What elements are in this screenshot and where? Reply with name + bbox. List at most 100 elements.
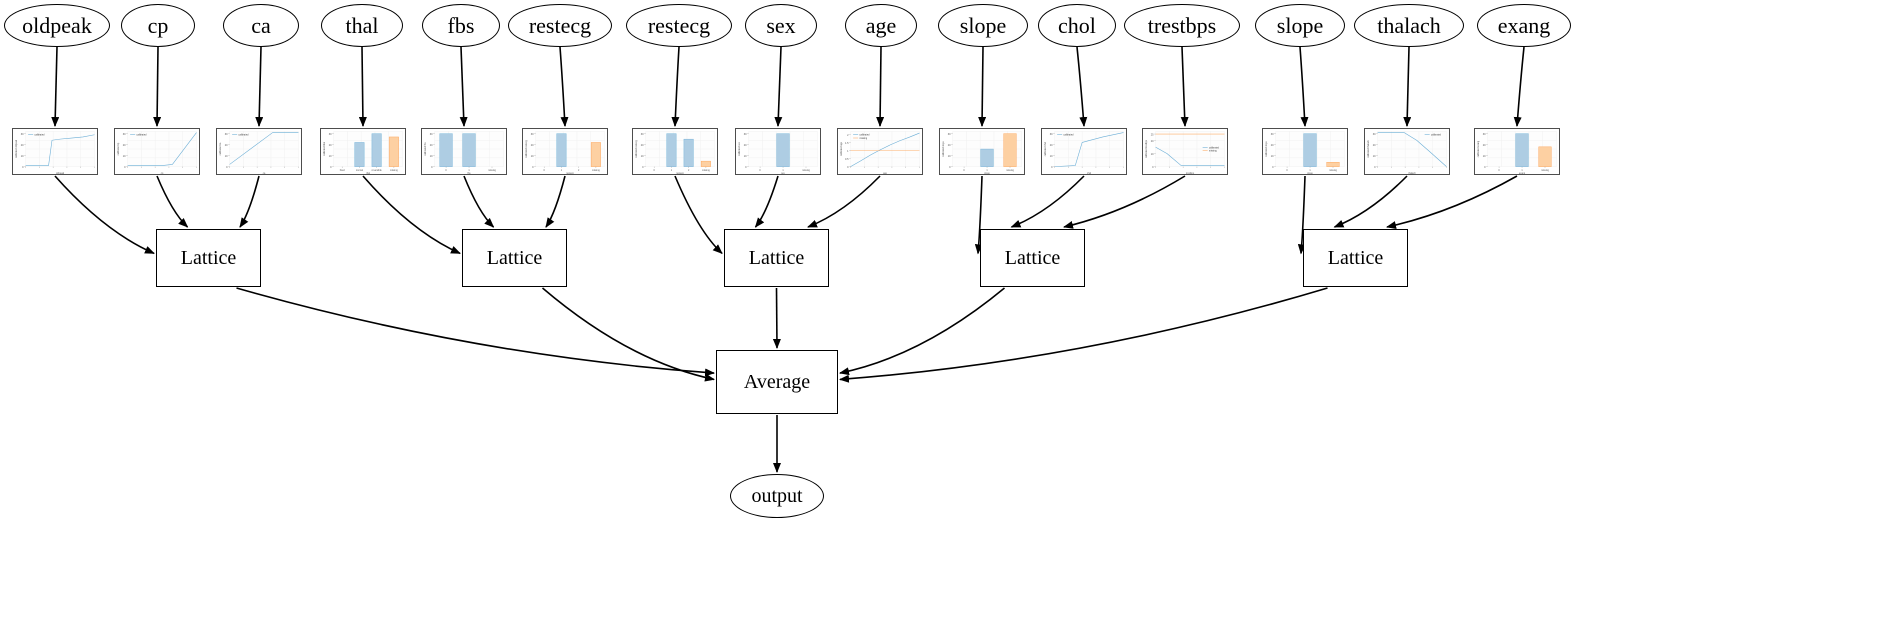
lattice-label: Lattice [1327,246,1384,269]
svg-text:20: 20 [641,144,644,147]
svg-text:20: 20 [1271,144,1274,147]
svg-text:0: 0 [1498,170,1500,172]
feature-label: exang [1497,12,1551,38]
svg-text:30: 30 [641,133,644,136]
feature-node-chol[interactable]: chol [1038,4,1116,47]
lattice-node-5[interactable]: Lattice [1303,229,1408,287]
svg-text:calibrated cp: calibrated cp [117,142,120,155]
feature-label: restecg [647,12,711,38]
svg-text:calibrated: calibrated [1431,134,1442,137]
feature-node-cp[interactable]: cp [121,4,195,47]
svg-text:25: 25 [1151,133,1154,136]
svg-text:0: 0 [642,166,644,169]
svg-text:slope: slope [984,173,990,174]
feature-label: oldpeak [22,12,92,38]
svg-text:calibrated slope: calibrated slope [1265,140,1268,156]
svg-text:10: 10 [1050,155,1053,158]
svg-text:missing: missing [1541,170,1550,172]
svg-text:missing: missing [592,170,601,172]
svg-text:20: 20 [948,144,951,147]
feature-node-thal[interactable]: thal [321,4,403,47]
svg-text:calibrated thal: calibrated thal [323,142,326,156]
svg-text:reversible: reversible [372,170,383,172]
svg-text:10: 10 [948,155,951,158]
svg-text:0.5: 0.5 [845,158,849,161]
feature-label: trestbps [1147,12,1217,38]
feature-node-sex[interactable]: sex [745,4,817,47]
feature-node-slope-a[interactable]: slope [938,4,1028,47]
feature-label: ca [251,12,271,38]
svg-text:30: 30 [1483,133,1486,136]
svg-text:30: 30 [123,133,126,136]
feature-node-oldpeak[interactable]: oldpeak [4,4,110,47]
svg-text:missing: missing [802,170,811,172]
svg-text:10: 10 [123,155,126,158]
feature-label: thal [345,12,379,38]
feature-node-fbs[interactable]: fbs [422,4,500,47]
svg-text:10: 10 [531,155,534,158]
svg-text:20: 20 [1050,144,1053,147]
lattice-node-3[interactable]: Lattice [724,229,829,287]
feature-label: sex [766,12,796,38]
svg-text:20: 20 [225,144,228,147]
lattice-node-2[interactable]: Lattice [462,229,567,287]
feature-label: slope [959,12,1007,38]
svg-text:30: 30 [1373,133,1376,136]
svg-text:0: 0 [22,166,24,169]
output-node[interactable]: output [730,474,824,518]
svg-text:calibrated: calibrated [136,134,147,137]
svg-text:20: 20 [123,144,126,147]
svg-text:0: 0 [963,170,965,172]
svg-text:calibrated restecg: calibrated restecg [635,139,638,157]
average-node[interactable]: Average [716,350,838,414]
feature-node-slope-b[interactable]: slope [1255,4,1345,47]
lattice-node-1[interactable]: Lattice [156,229,261,287]
svg-text:0: 0 [1374,166,1376,169]
svg-text:10: 10 [21,155,24,158]
svg-text:slope: slope [1307,173,1313,174]
svg-text:1: 1 [986,170,988,172]
svg-text:0: 0 [330,166,332,169]
svg-text:10: 10 [225,155,228,158]
feature-node-exang[interactable]: exang [1477,4,1571,47]
feature-node-restecg-a[interactable]: restecg [508,4,612,47]
svg-text:thal: thal [366,172,370,174]
svg-text:1: 1 [782,170,784,172]
feature-node-trestbps[interactable]: trestbps [1124,4,1240,47]
lattice-node-4[interactable]: Lattice [980,229,1085,287]
feature-node-thalach[interactable]: thalach [1354,4,1464,47]
feature-node-ca[interactable]: ca [223,4,299,47]
svg-text:sex: sex [781,173,785,174]
svg-text:30: 30 [1271,133,1274,136]
svg-text:normal: normal [356,170,364,172]
svg-text:20: 20 [1151,140,1154,143]
svg-text:20: 20 [329,144,332,147]
svg-text:0: 0 [654,170,656,172]
feature-label: slope [1276,12,1324,38]
svg-text:ca: ca [263,173,266,174]
feature-node-age[interactable]: age [845,4,917,47]
svg-text:30: 30 [430,133,433,136]
svg-text:calibrated trestbps: calibrated trestbps [1145,139,1148,158]
svg-text:1: 1 [671,170,673,172]
svg-text:30: 30 [744,133,747,136]
svg-text:calibrated fbs: calibrated fbs [424,142,427,156]
svg-text:0: 0 [759,170,761,172]
svg-text:0: 0 [1286,170,1288,172]
feature-node-restecg-b[interactable]: restecg [626,4,732,47]
output-label: output [751,485,803,507]
